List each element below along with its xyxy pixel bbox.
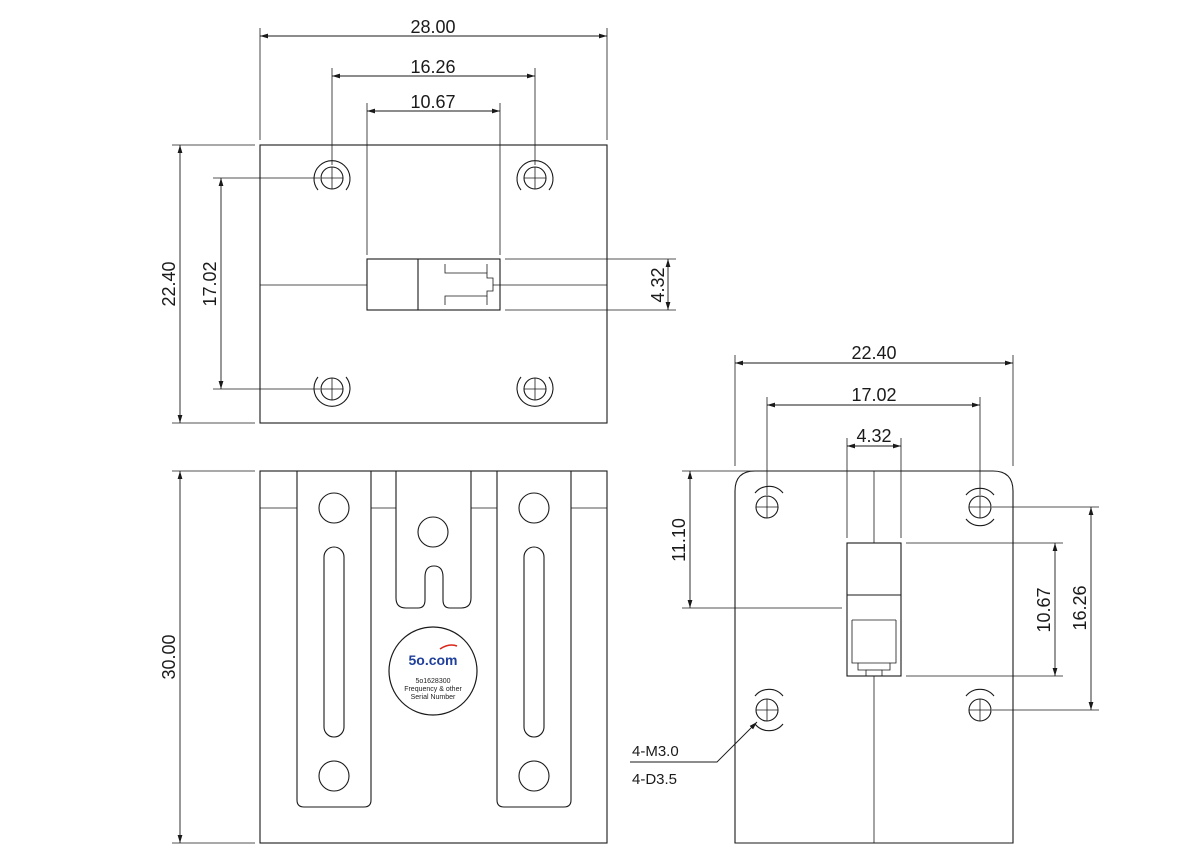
dim-top-hole-vspacing: 17.02 [200, 261, 220, 306]
side-view: 22.40 17.02 4.32 11.10 10.67 16.26 4-M3.… [630, 343, 1099, 844]
front-view-body [259, 470, 608, 844]
dim-side-port-height: 10.67 [1034, 587, 1054, 632]
front-right-clamp [496, 471, 572, 808]
callout-hole: 4-D3.5 [632, 771, 677, 788]
dim-top-hole-spacing: 16.26 [410, 57, 455, 77]
front-view: 5o.com 5o1628300 Frequency & other Seria… [159, 470, 608, 844]
side-port [846, 542, 902, 677]
callout-leader [630, 721, 758, 763]
top-view: 28.00 16.26 10.67 22.40 17.02 4.32 [159, 17, 676, 424]
brand-logo: 5o.com [408, 652, 457, 668]
dim-side-port-width: 4.32 [856, 426, 891, 446]
dim-top-width: 28.00 [410, 17, 455, 37]
top-port [366, 258, 501, 311]
dim-top-port-width: 10.67 [410, 92, 455, 112]
side-hole-bl [754, 688, 784, 732]
product-label: 5o.com 5o1628300 Frequency & other Seria… [388, 626, 478, 716]
top-hole-tl [313, 160, 351, 191]
top-hole-tr [516, 160, 554, 191]
dim-side-width: 22.40 [851, 343, 896, 363]
front-left-clamp [296, 471, 372, 808]
dim-top-height: 22.40 [159, 261, 179, 306]
label-part-number: 5o1628300 [415, 678, 450, 685]
front-middle-tab [395, 471, 472, 609]
dim-front-height: 30.00 [159, 634, 179, 679]
dim-side-hole-vspacing: 16.26 [1070, 585, 1090, 630]
callout-thread: 4-M3.0 [632, 743, 679, 760]
dim-side-offset: 11.10 [669, 518, 689, 562]
top-hole-br [516, 376, 554, 407]
top-view-body [259, 144, 608, 424]
label-line-3: Serial Number [411, 694, 456, 701]
side-hole-br [965, 688, 995, 722]
dim-side-hole-spacing: 17.02 [851, 385, 896, 405]
side-view-body [734, 470, 1014, 844]
side-hole-tl [754, 485, 784, 519]
dim-top-port-height: 4.32 [648, 267, 668, 302]
top-hole-bl [313, 376, 351, 407]
label-line-2: Frequency & other [404, 686, 462, 693]
